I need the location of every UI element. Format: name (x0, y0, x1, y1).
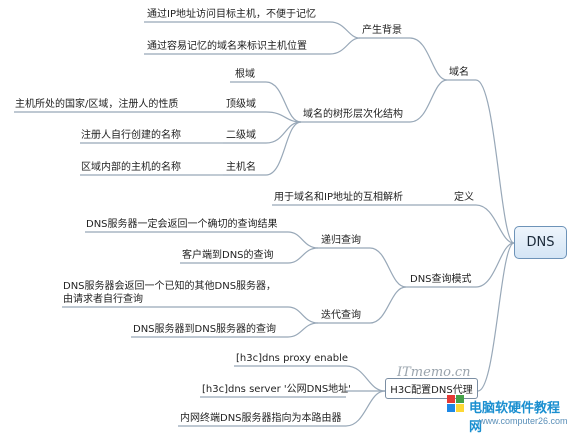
branch-domain-name[interactable]: 域名 (449, 67, 469, 78)
watermark-itmemo: ITmemo.cn (397, 365, 471, 380)
node-recursive[interactable]: 递归查询 (321, 235, 361, 246)
level-host[interactable]: 主机名 (226, 162, 256, 173)
level-root[interactable]: 根域 (235, 69, 255, 80)
h3c-item-3: 内网终端DNS服务器指向为本路由器 (180, 413, 342, 424)
center-node-dns[interactable]: DNS (514, 226, 567, 259)
iterative-item-1: DNS服务器会返回一个已知的其他DNS服务器，由请求者自行查询 (63, 281, 277, 305)
level-tld[interactable]: 顶级域 (226, 99, 256, 110)
branch-query-modes[interactable]: DNS查询模式 (410, 274, 472, 285)
recursive-item-1: DNS服务器一定会返回一个确切的查询结果 (86, 219, 278, 230)
h3c-item-2: [h3c]dns server '公网DNS地址' (202, 384, 351, 395)
h3c-item-1: [h3c]dns proxy enable (236, 353, 349, 364)
node-hierarchy[interactable]: 域名的树形层次化结构 (303, 109, 403, 120)
definition-desc: 用于域名和IP地址的互相解析 (274, 192, 403, 203)
node-origin[interactable]: 产生背景 (362, 25, 402, 36)
branch-definition[interactable]: 定义 (454, 192, 474, 203)
level-second[interactable]: 二级域 (226, 130, 256, 141)
origin-item-2: 通过容易记忆的域名来标识主机位置 (147, 41, 307, 52)
windows-logo-icon (447, 395, 465, 413)
level-second-desc: 注册人自行创建的名称 (81, 130, 181, 141)
level-host-desc: 区域内部的主机的名称 (81, 162, 181, 173)
watermark-site-url: www.computer26.com (479, 416, 568, 426)
node-iterative[interactable]: 迭代查询 (321, 310, 361, 321)
watermark-site-name: 电脑软硬件教程网 (469, 400, 561, 434)
level-tld-desc: 主机所处的国家/区域，注册人的性质 (15, 99, 179, 110)
iterative-item-2: DNS服务器到DNS服务器的查询 (133, 324, 277, 335)
origin-item-1: 通过IP地址访问目标主机，不便于记忆 (147, 9, 316, 20)
recursive-item-2: 客户端到DNS的查询 (182, 250, 274, 261)
branch-h3c-dns-proxy[interactable]: H3C配置DNS代理 (385, 378, 478, 399)
